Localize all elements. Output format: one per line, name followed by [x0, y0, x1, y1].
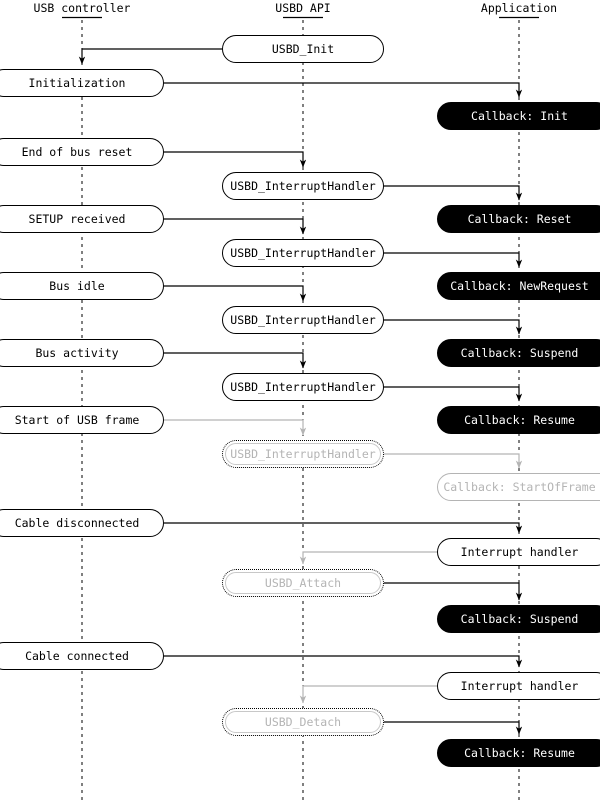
msg-usbd-init-to-initialization: [78, 48, 222, 65]
node-end-of-bus-reset[interactable]: End of bus reset: [0, 138, 164, 166]
column-header-label: USB controller: [33, 1, 131, 15]
node-interrupt-handler-connect[interactable]: Interrupt handler: [437, 672, 600, 700]
node-initialization[interactable]: Initialization: [0, 69, 164, 97]
node-callback-init[interactable]: Callback: Init: [437, 102, 600, 130]
msg-interrupt-handler-to-callback-startofframe: [384, 453, 523, 469]
node-label: Callback: Suspend: [460, 346, 579, 360]
node-label: USBD_Init: [271, 42, 335, 56]
node-usbd-init[interactable]: USBD_Init: [222, 35, 384, 63]
node-label: Bus activity: [35, 346, 119, 360]
node-label: End of bus reset: [21, 145, 133, 159]
node-label: USBD_InterruptHandler: [230, 313, 376, 327]
node-label: USBD_InterruptHandler: [230, 246, 376, 260]
node-label: Callback: Suspend: [460, 612, 579, 626]
column-header-application: Application: [439, 2, 599, 15]
message-connectors-active: [78, 48, 523, 735]
msg-setup-received-to-interrupt-handler: [164, 218, 307, 235]
node-bus-activity[interactable]: Bus activity: [0, 339, 164, 367]
node-callback-resume-bus[interactable]: Callback: Resume: [437, 406, 600, 434]
node-setup-received[interactable]: SETUP received: [0, 205, 164, 233]
msg-interrupt-handler-to-callback-resume: [384, 386, 523, 402]
node-callback-newrequest[interactable]: Callback: NewRequest: [437, 272, 600, 300]
msg-initialization-to-callback-init: [164, 82, 523, 98]
node-label: USBD_InterruptHandler: [230, 380, 376, 394]
node-label: Interrupt handler: [460, 545, 579, 559]
node-label: Cable disconnected: [14, 516, 140, 530]
msg-usbd-attach-to-callback-suspend: [384, 582, 523, 601]
node-usbd-detach[interactable]: USBD_Detach: [222, 708, 384, 736]
msg-interrupt-handler-to-callback-reset: [384, 185, 523, 201]
column-header-usbd-api: USBD API: [223, 2, 383, 15]
node-label: Start of USB frame: [14, 413, 140, 427]
node-label: Callback: NewRequest: [450, 279, 589, 293]
node-cable-connected[interactable]: Cable connected: [0, 642, 164, 670]
node-interrupt-handler-disconnect[interactable]: Interrupt handler: [437, 538, 600, 566]
node-usbd-attach[interactable]: USBD_Attach: [222, 569, 384, 597]
node-callback-reset[interactable]: Callback: Reset: [437, 205, 600, 233]
node-label: Callback: Reset: [467, 212, 572, 226]
node-label: Callback: StartOfFrame: [443, 480, 596, 494]
node-usbd-interrupthandler-startofframe[interactable]: USBD_InterruptHandler: [222, 440, 384, 468]
node-callback-startofframe[interactable]: Callback: StartOfFrame: [437, 473, 600, 501]
node-label: Initialization: [28, 76, 126, 90]
node-label: USBD_InterruptHandler: [230, 179, 376, 193]
column-header-usb-controller: USB controller: [2, 2, 162, 15]
node-label: USBD_InterruptHandler: [230, 447, 376, 461]
node-label: Interrupt handler: [460, 679, 579, 693]
msg-interrupt-handler-to-callback-newrequest: [384, 252, 523, 268]
node-bus-idle[interactable]: Bus idle: [0, 272, 164, 300]
node-cable-disconnected[interactable]: Cable disconnected: [0, 509, 164, 537]
node-label: Bus idle: [49, 279, 105, 293]
node-usbd-interrupthandler-reset[interactable]: USBD_InterruptHandler: [222, 172, 384, 200]
column-header-label: USBD API: [275, 1, 331, 15]
msg-cable-connected-to-interrupt-handler: [164, 655, 523, 668]
message-connectors-inactive: [164, 419, 523, 704]
msg-interrupt-handler-to-callback-suspend: [384, 319, 523, 335]
msg-interrupt-handler-to-usbd-detach: [299, 685, 437, 704]
column-header-label: Application: [480, 1, 558, 15]
node-usbd-interrupthandler-resume[interactable]: USBD_InterruptHandler: [222, 373, 384, 401]
msg-start-of-usb-frame-to-interrupt-handler: [164, 419, 307, 436]
msg-end-of-bus-reset-to-interrupt-handler: [164, 151, 307, 168]
msg-cable-disconnected-to-interrupt-handler: [164, 522, 523, 534]
node-usbd-interrupthandler-newrequest[interactable]: USBD_InterruptHandler: [222, 239, 384, 267]
msg-interrupt-handler-to-usbd-attach: [299, 551, 437, 565]
node-label: Callback: Resume: [464, 746, 575, 760]
node-label: SETUP received: [28, 212, 126, 226]
node-callback-suspend-bus[interactable]: Callback: Suspend: [437, 339, 600, 367]
node-label: Cable connected: [25, 649, 129, 663]
msg-bus-idle-to-interrupt-handler: [164, 285, 307, 302]
node-label: USBD_Attach: [264, 576, 342, 590]
node-callback-resume-cable[interactable]: Callback: Resume: [437, 739, 600, 767]
node-label: Callback: Resume: [464, 413, 575, 427]
node-label: USBD_Detach: [264, 715, 342, 729]
node-label: Callback: Init: [471, 109, 568, 123]
node-start-of-usb-frame[interactable]: Start of USB frame: [0, 406, 164, 434]
node-callback-suspend-cable[interactable]: Callback: Suspend: [437, 605, 600, 633]
msg-bus-activity-to-interrupt-handler: [164, 352, 307, 369]
node-usbd-interrupthandler-suspend[interactable]: USBD_InterruptHandler: [222, 306, 384, 334]
msg-usbd-detach-to-callback-resume: [384, 721, 523, 735]
